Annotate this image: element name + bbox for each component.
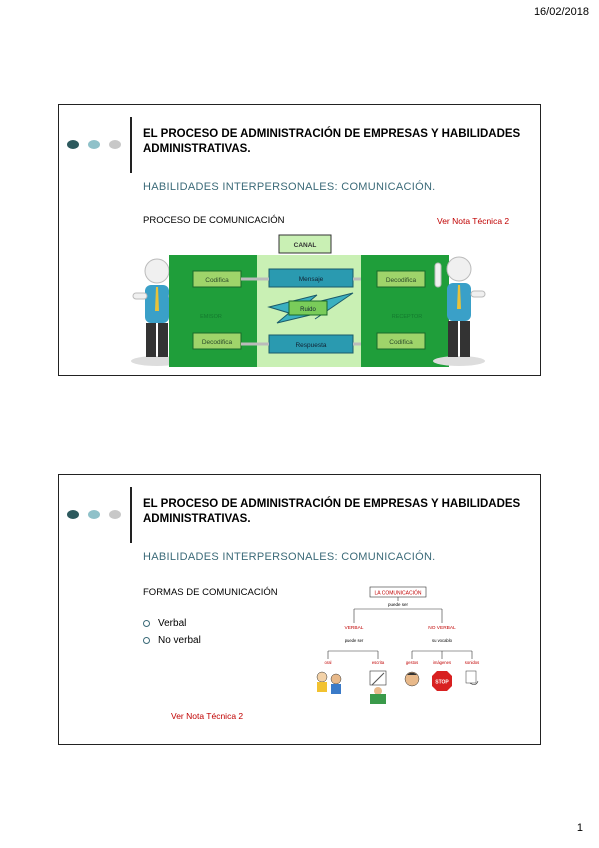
page-number: 1 (576, 822, 583, 834)
dot-light (109, 510, 121, 519)
canal-label: CANAL (294, 242, 317, 249)
decodifica-right-label: Decodifica (386, 277, 417, 284)
ruido-label: Ruido (300, 307, 316, 313)
bullet-circle-icon (143, 637, 150, 644)
dot-dark (67, 140, 79, 149)
su-vocablo-label: su vocablo (432, 638, 453, 643)
codifica-right-label: Codifica (389, 339, 413, 346)
slide-dots (67, 139, 123, 151)
emisor-label: EMISOR (200, 314, 222, 320)
stop-sign-icon: STOP (432, 671, 452, 691)
communication-process-diagram: Codifica EMISOR Decodifica CANAL Mensaje… (131, 234, 486, 367)
respuesta-label: Respuesta (295, 342, 326, 349)
section-heading: FORMAS DE COMUNICACIÓN (143, 587, 278, 598)
emisor-figure-icon (131, 258, 188, 366)
receptor-label: RECEPTOR (392, 314, 422, 320)
slide-dots (67, 509, 123, 521)
talking-people-icon (316, 671, 342, 694)
gestos-label: gestos (406, 660, 418, 665)
title-divider (130, 117, 132, 173)
bullet-list: Verbal No verbal (143, 615, 201, 649)
no-verbal-label: NO VERBAL (428, 625, 456, 631)
receptor-figure-icon (433, 256, 486, 366)
sonidos-label: sonidos (465, 660, 479, 665)
page-date: 16/02/2018 (533, 6, 589, 18)
dot-dark (67, 510, 79, 519)
dot-medium (88, 140, 100, 149)
slide-proceso-comunicacion: EL PROCESO DE ADMINISTRACIÓN DE EMPRESAS… (58, 104, 541, 376)
writing-hand-icon (369, 670, 387, 686)
oral-label: oral (325, 660, 332, 665)
section-heading: PROCESO DE COMUNICACIÓN (143, 215, 285, 226)
communication-forms-diagram: LA COMUNICACIÓN puede ser VERBAL NO VERB… (316, 586, 479, 704)
puede-ser-2-label: puede ser (345, 638, 364, 643)
title-divider (130, 487, 132, 543)
root-label: LA COMUNICACIÓN (375, 590, 422, 597)
codifica-left-label: Codifica (205, 277, 229, 284)
decodifica-left-label: Decodifica (202, 339, 233, 346)
reading-person-icon (370, 687, 386, 704)
slide-title: EL PROCESO DE ADMINISTRACIÓN DE EMPRESAS… (143, 498, 521, 525)
imagenes-label: imágenes (433, 660, 451, 665)
slide-formas-comunicacion: EL PROCESO DE ADMINISTRACIÓN DE EMPRESAS… (58, 474, 541, 745)
technical-note-link[interactable]: Ver Nota Técnica 2 (437, 216, 510, 226)
gesture-face-icon (404, 671, 420, 687)
mensaje-label: Mensaje (299, 276, 324, 283)
slide-title: EL PROCESO DE ADMINISTRACIÓN DE EMPRESAS… (143, 128, 521, 155)
technical-note-link[interactable]: Ver Nota Técnica 2 (171, 711, 244, 721)
dot-light (109, 140, 121, 149)
puede-ser-label: puede ser (388, 602, 409, 607)
verbal-label: VERBAL (345, 625, 364, 631)
bullet-circle-icon (143, 620, 150, 627)
slide-subtitle: HABILIDADES INTERPERSONALES: COMUNICACIÓ… (143, 551, 436, 563)
slide-subtitle: HABILIDADES INTERPERSONALES: COMUNICACIÓ… (143, 181, 436, 193)
svg-text:STOP: STOP (435, 680, 449, 686)
dot-medium (88, 510, 100, 519)
list-item: No verbal (143, 632, 201, 649)
escrita-label: escrita (372, 660, 385, 665)
sound-hand-icon (465, 670, 479, 685)
list-item: Verbal (143, 615, 201, 632)
